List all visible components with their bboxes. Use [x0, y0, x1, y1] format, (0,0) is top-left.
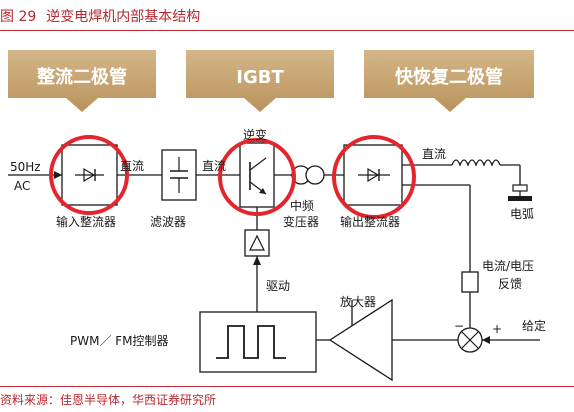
drive-label: 驱动: [266, 279, 290, 293]
callout-fast-recovery-diode: 快恢复二极管: [364, 50, 534, 112]
feedback-label-2: 反馈: [498, 277, 522, 291]
highlight-input-rectifier: [49, 135, 129, 215]
transformer-label-2: 变压器: [283, 214, 319, 229]
input-rectifier-block: [61, 144, 118, 206]
mid-frequency-transformer: [291, 165, 325, 185]
input-label-ac: AC: [14, 179, 30, 193]
figure-title: 图 29 逆变电焊机内部基本结构: [0, 6, 574, 28]
input-arrow: [54, 171, 62, 179]
highlight-output-rectifier: [332, 135, 416, 219]
output-rectifier-label: 输出整流器: [340, 214, 400, 229]
amplifier-triangle: [328, 298, 393, 382]
drive-block: [244, 229, 270, 257]
setpoint-arrow: [482, 336, 490, 344]
output-rectifier-block: [343, 144, 403, 206]
input-rectifier-label: 输入整流器: [56, 214, 116, 229]
feedback-sensor: [461, 271, 479, 293]
figure-title-text: 逆变电焊机内部基本结构: [46, 9, 201, 25]
callout-igbt: IGBT: [186, 50, 334, 112]
feedback-label-1: 电流/电压: [482, 259, 534, 273]
dc-label-2: 直流: [202, 159, 226, 173]
drive-arrow: [253, 256, 261, 265]
filter-block: [161, 149, 197, 201]
filter-label: 滤波器: [150, 215, 186, 229]
diode-icon: [367, 167, 380, 183]
top-rule: [0, 30, 574, 31]
inverter-igbt-block: [239, 142, 275, 208]
amplifier-label: 放大器: [340, 294, 376, 309]
callout-igbt-label: IGBT: [236, 67, 284, 88]
welding-arc: [508, 184, 532, 201]
plus-sign: +: [492, 322, 502, 336]
input-label-frequency: 50Hz: [10, 160, 41, 174]
setpoint-label: 给定: [522, 318, 546, 333]
driver-triangle-icon: [249, 234, 265, 251]
callout-rectifier-diode-label: 整流二极管: [36, 66, 127, 88]
pwm-fm-controller-block: [199, 311, 317, 373]
callout-fast-recovery-diode-label: 快恢复二极管: [395, 66, 503, 88]
diode-icon: [83, 167, 96, 183]
dc-label-3: 直流: [422, 147, 446, 161]
pwm-waveform-icon: [216, 325, 286, 359]
inductor-coil: [451, 159, 501, 167]
figure-number: 图 29: [0, 9, 37, 25]
highlight-igbt: [218, 138, 296, 216]
minus-sign: −: [454, 319, 464, 333]
controller-label: PWM／ FM控制器: [70, 334, 169, 348]
inverter-label: 逆变: [243, 127, 267, 142]
arc-label: 电弧: [510, 207, 534, 221]
callout-rectifier-diode: 整流二极管: [8, 50, 156, 112]
figure-source: 资料来源：佳恩半导体，华西证券研究所: [0, 393, 217, 407]
dc-label-1: 直流: [120, 159, 144, 173]
highlight-circles: [49, 135, 416, 219]
bottom-rule: [0, 386, 574, 387]
transformer-label-1: 中频: [290, 198, 314, 213]
